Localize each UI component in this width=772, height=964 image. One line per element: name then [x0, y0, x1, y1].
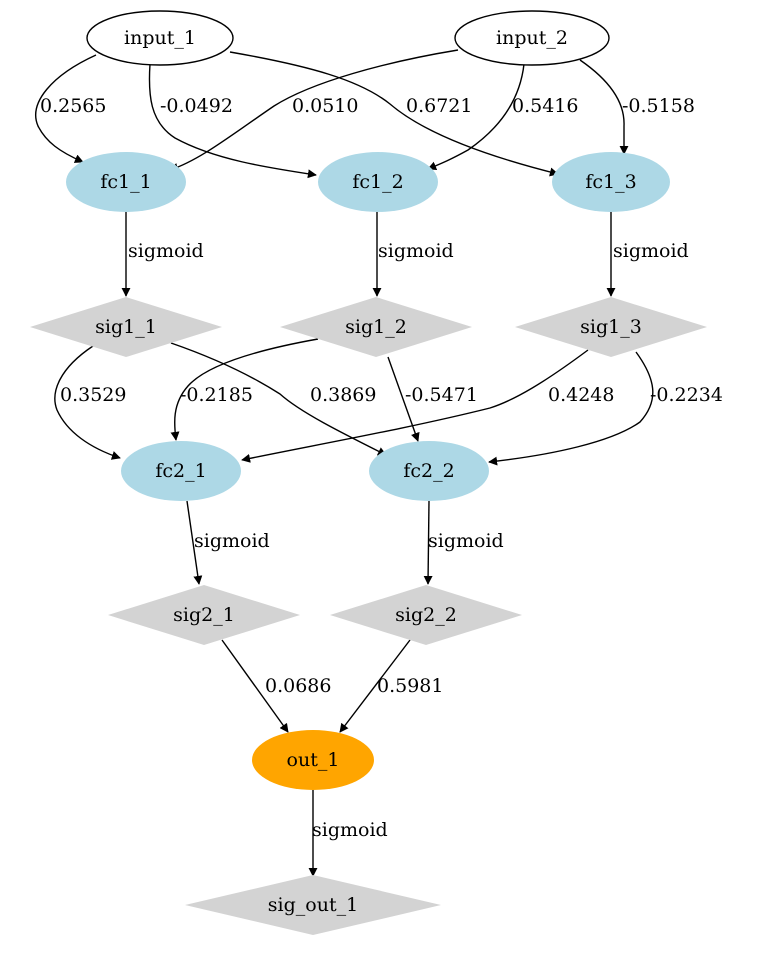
- node-fc1_2: fc1_2: [318, 152, 438, 212]
- edge-label-sig1_1-to-fc2_1: 0.3529: [60, 384, 126, 406]
- edge-label-input_2-to-fc1_2: 0.5416: [512, 95, 578, 117]
- diamond-shape: [515, 297, 707, 357]
- node-label: out_1: [287, 749, 340, 771]
- edge-fc2_1-to-sig2_1: [186, 500, 203, 585]
- node-sig1_3: sig1_3: [515, 297, 707, 357]
- node-sig1_2: sig1_2: [280, 297, 472, 357]
- node-fc2_2: fc2_2: [369, 441, 489, 501]
- edges: [35, 49, 654, 877]
- edge-sig2_2-to-out_1: [339, 639, 411, 733]
- edge-sig1_3-to-fc2_2: [488, 351, 654, 466]
- edge-label-input_1-to-fc1_1: 0.2565: [40, 95, 106, 117]
- edge-label-fc1_2-to-sig1_2: sigmoid: [378, 240, 454, 262]
- diamond-shape: [185, 875, 441, 935]
- edge-label-input_2-to-fc1_3: -0.5158: [622, 95, 695, 117]
- ellipse-shape: [86, 10, 234, 66]
- edge-label-fc1_3-to-sig1_3: sigmoid: [613, 240, 689, 262]
- node-label: sig2_2: [395, 604, 457, 626]
- ellipse-shape: [318, 152, 438, 212]
- edge-sig2_1-to-out_1: [221, 639, 289, 733]
- edge-sig1_1-to-fc2_1: [54, 345, 121, 460]
- node-sig_out_1: sig_out_1: [185, 875, 441, 935]
- node-label: fc1_1: [100, 171, 151, 193]
- node-fc1_3: fc1_3: [552, 152, 670, 212]
- edge-label-fc2_2-to-sig2_2: sigmoid: [428, 530, 504, 552]
- edge-label-sig1_3-to-fc2_2: -0.2234: [650, 384, 723, 406]
- edge-input_2-to-fc1_3: [579, 59, 629, 155]
- ellipse-shape: [369, 441, 489, 501]
- ellipse-shape: [252, 730, 374, 790]
- edge-sig1_2-to-fc2_2: [387, 356, 420, 442]
- edge-input_2-to-fc1_1: [169, 49, 459, 172]
- ellipse-shape: [66, 152, 186, 212]
- node-label: fc1_3: [585, 171, 636, 193]
- edge-label-sig2_1-to-out_1: 0.0686: [265, 675, 331, 697]
- node-label: sig2_1: [173, 604, 235, 626]
- node-out_1: out_1: [252, 730, 374, 790]
- edge-labels: 0.2565 -0.0492 0.6721 0.0510 0.5416 -0.5158 si…: [40, 95, 723, 841]
- edge-label-input_1-to-fc1_3: 0.6721: [406, 95, 472, 117]
- ellipse-shape: [121, 441, 241, 501]
- edge-label-out_1-to-sig_out_1: sigmoid: [312, 819, 388, 841]
- node-sig2_1: sig2_1: [108, 585, 300, 645]
- edge-label-sig1_3-to-fc2_1: 0.4248: [548, 384, 614, 406]
- diamond-shape: [108, 585, 300, 645]
- edge-label-fc1_1-to-sig1_1: sigmoid: [128, 240, 204, 262]
- diamond-shape: [280, 297, 472, 357]
- edge-label-fc2_1-to-sig2_1: sigmoid: [194, 530, 270, 552]
- diamond-shape: [30, 297, 222, 357]
- edge-input_1-to-fc1_1: [35, 54, 97, 163]
- edge-input_2-to-fc1_2: [427, 63, 525, 171]
- edge-input_1-to-fc1_2: [148, 63, 317, 179]
- edge-label-sig1_2-to-fc2_1: -0.2185: [180, 384, 253, 406]
- edge-sig1_1-to-fc2_2: [170, 342, 387, 456]
- node-label: fc2_1: [155, 460, 206, 482]
- node-sig1_1: sig1_1: [30, 297, 222, 357]
- node-sig2_2: sig2_2: [330, 585, 522, 645]
- edge-sig1_2-to-fc2_1: [170, 338, 319, 441]
- node-label: sig1_1: [95, 316, 157, 338]
- edge-input_1-to-fc1_3: [229, 51, 559, 177]
- nodes: input_1 input_2 fc1_1 fc1_2 fc1_3 sig1_1 sig1_…: [30, 10, 707, 935]
- node-label: fc1_2: [352, 171, 403, 193]
- edge-sig1_3-to-fc2_1: [241, 349, 589, 463]
- node-label: sig1_3: [580, 316, 642, 338]
- edge-label-sig1_2-to-fc2_2: -0.5471: [405, 384, 478, 406]
- node-input_1: input_1: [86, 10, 234, 66]
- edge-label-sig2_2-to-out_1: 0.5981: [377, 675, 443, 697]
- node-label: sig1_2: [345, 316, 407, 338]
- ellipse-shape: [552, 152, 670, 212]
- edge-label-input_1-to-fc1_2: -0.0492: [160, 95, 233, 117]
- diamond-shape: [330, 585, 522, 645]
- node-label: input_1: [124, 27, 196, 49]
- node-fc2_1: fc2_1: [121, 441, 241, 501]
- edge-label-sig1_1-to-fc2_2: 0.3869: [310, 384, 376, 406]
- ellipse-shape: [454, 10, 610, 66]
- node-label: input_2: [496, 27, 568, 49]
- node-fc1_1: fc1_1: [66, 152, 186, 212]
- node-label: sig_out_1: [268, 894, 358, 916]
- node-input_2: input_2: [454, 10, 610, 66]
- edge-label-input_2-to-fc1_1: 0.0510: [292, 95, 358, 117]
- edge-fc2_2-to-sig2_2: [423, 500, 433, 585]
- node-label: fc2_2: [403, 460, 454, 482]
